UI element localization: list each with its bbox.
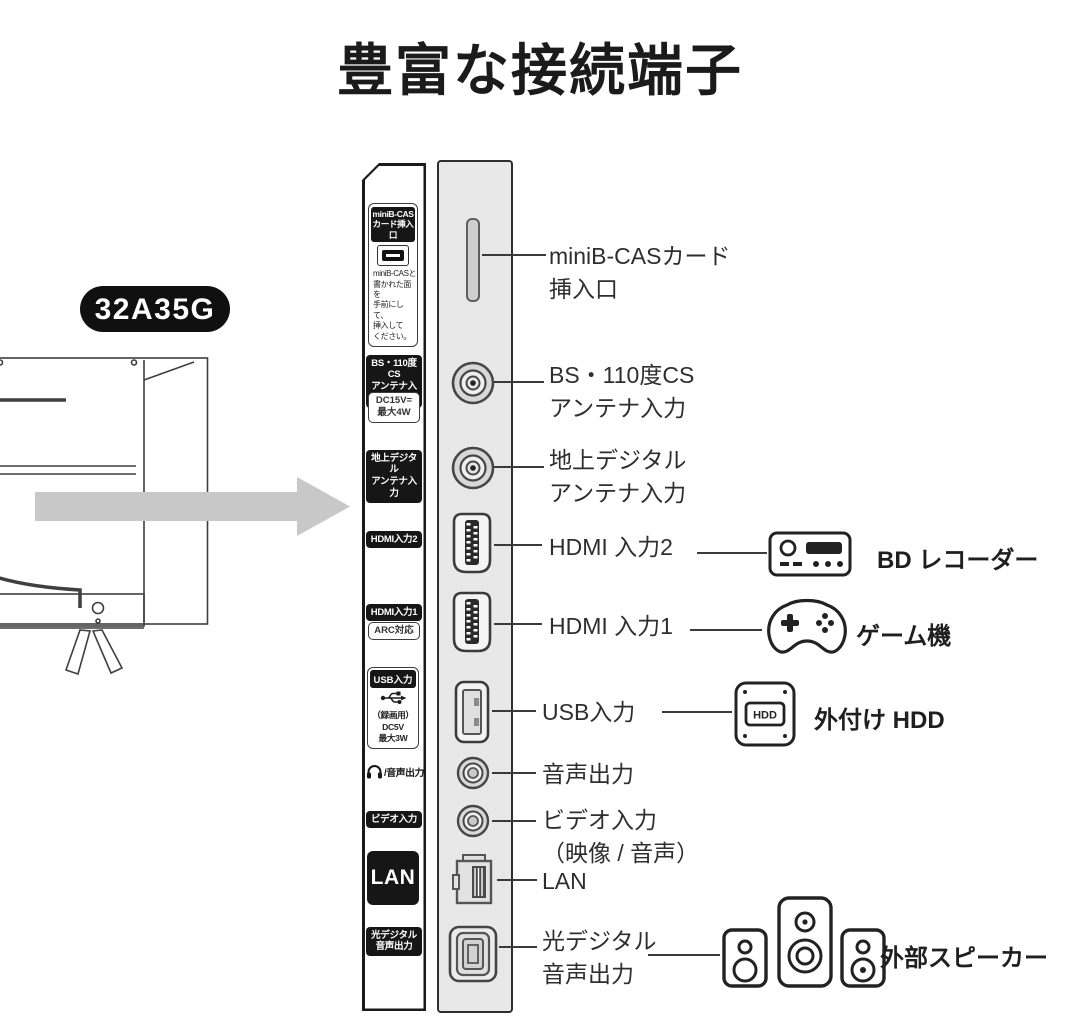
label-hdmi2: HDMI入力2	[366, 531, 422, 548]
device-line	[697, 552, 767, 554]
audio-out-port	[456, 756, 490, 790]
callout-terrestrial: 地上デジタルアンテナ入力	[549, 447, 687, 506]
device-line	[690, 629, 762, 631]
callout-line	[492, 710, 536, 712]
terrestrial-antenna-port	[451, 446, 495, 490]
terminal-label-strip: miniB-CAS カード挿入口 miniB-CASと 書かれた面を 手前にして…	[362, 163, 426, 1011]
callout-line	[497, 879, 537, 881]
callout-line	[494, 544, 542, 546]
callout-usb: USB入力	[542, 699, 636, 725]
terminal-label-strip-content: miniB-CAS カード挿入口 miniB-CASと 書かれた面を 手前にして…	[362, 163, 426, 1011]
bd-recorder-label: BD レコーダー	[877, 547, 1039, 574]
zoom-arrow-icon	[35, 477, 350, 536]
minibcas-sticker-note: miniB-CASと 書かれた面を 手前にして、 挿入して ください。	[373, 269, 417, 341]
external-hdd-label: 外付け HDD	[814, 707, 945, 734]
label-audio-out-row: /音声出力	[366, 764, 424, 779]
label-lan: LAN	[367, 851, 419, 905]
label-hdmi1-arc: ARC対応	[368, 622, 420, 641]
lan-port	[452, 854, 493, 905]
callout-line	[494, 466, 544, 468]
headphone-icon	[367, 765, 382, 779]
usb-icon	[380, 691, 406, 704]
bs-cs-antenna-port	[451, 361, 495, 405]
minibcas-slot-port	[466, 218, 480, 302]
label-terrestrial-antenna: 地上デジタル アンテナ入力	[366, 450, 422, 503]
model-badge: 32A35G	[80, 286, 230, 332]
tv-rear-illustration	[0, 357, 209, 676]
label-hdmi1: HDMI入力1	[366, 604, 422, 621]
page-title: 豊富な接続端子	[337, 39, 743, 102]
device-line	[648, 954, 720, 956]
label-usb: USB入力	[370, 670, 416, 688]
callout-hdmi1: HDMI 入力1	[549, 613, 673, 639]
callout-line	[494, 623, 542, 625]
hdmi2-port	[452, 512, 492, 574]
label-optical-audio: 光デジタル 音声出力	[366, 927, 422, 956]
device-line	[662, 711, 732, 713]
svg-text:HDD: HDD	[753, 710, 777, 722]
callout-line	[494, 381, 544, 383]
label-usb-group: USB入力 （録画用） DC5V 最大3W	[367, 667, 419, 749]
game-console-label: ゲーム機	[856, 623, 952, 650]
label-video-in: ビデオ入力	[366, 811, 422, 828]
usb-port	[454, 680, 490, 744]
bcas-card-icon	[377, 245, 409, 267]
hdd-icon: HDD	[734, 681, 796, 747]
label-bs-cs-spec: DC15V= 最大4W	[368, 392, 420, 423]
minibcas-sticker-header: miniB-CAS カード挿入口	[371, 207, 415, 243]
speaker-set-icon	[722, 896, 886, 988]
callout-lan: LAN	[542, 868, 587, 894]
callout-minibcas: miniB-CASカード挿入口	[549, 243, 731, 302]
game-controller-icon	[767, 598, 847, 654]
bd-recorder-icon	[768, 531, 852, 577]
external-speaker-label: 外部スピーカー	[880, 945, 1048, 972]
callout-hdmi2: HDMI 入力2	[549, 534, 673, 560]
minibcas-sticker: miniB-CAS カード挿入口 miniB-CASと 書かれた面を 手前にして…	[368, 203, 418, 347]
callout-video-in: ビデオ入力（映像 / 音声）	[542, 807, 700, 866]
hdmi1-port	[452, 591, 492, 653]
callout-optical: 光デジタル音声出力	[542, 928, 657, 987]
callout-line	[499, 946, 537, 948]
label-audio-out: /音声出力	[384, 767, 424, 779]
callout-line	[492, 820, 536, 822]
video-in-port	[456, 804, 490, 838]
callout-audio-out: 音声出力	[542, 761, 634, 787]
optical-audio-port	[448, 925, 498, 983]
callout-line	[482, 254, 546, 256]
callout-line	[492, 772, 536, 774]
